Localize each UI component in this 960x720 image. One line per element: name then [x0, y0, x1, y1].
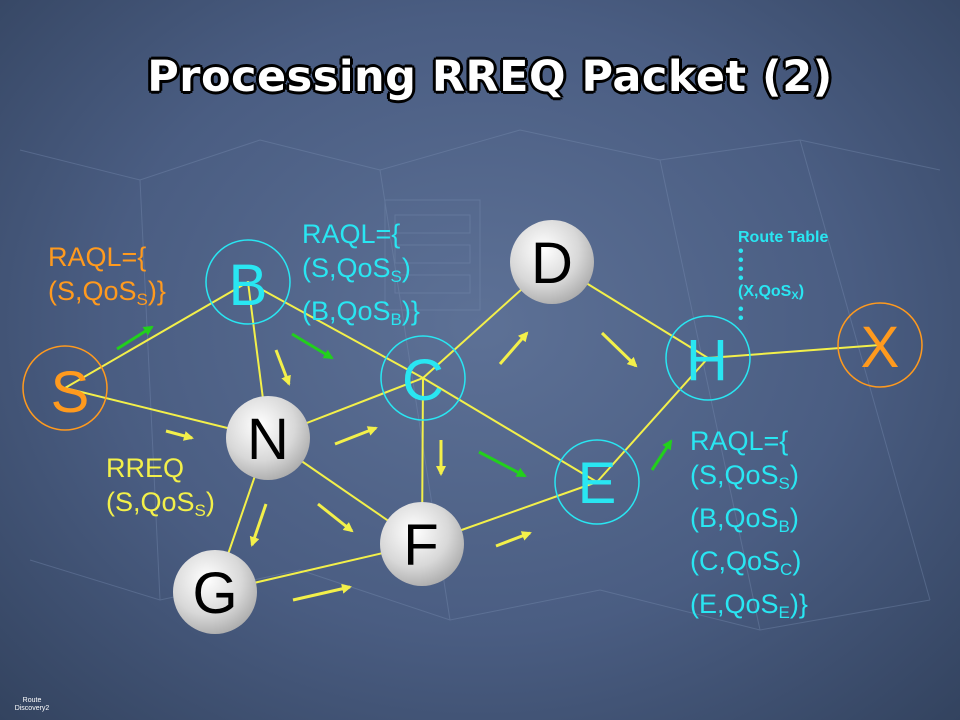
node-g: G: [173, 550, 257, 634]
raql-e-line1: RAQL={: [690, 426, 789, 456]
route-table-dots-top: ••••: [738, 243, 744, 287]
arrow-yellow: [317, 502, 354, 533]
node-n-label: N: [247, 407, 289, 472]
arrow-yellow: [274, 349, 291, 386]
nodes: S B C E H X N: [22, 220, 923, 634]
arrow-yellow: [249, 503, 268, 547]
node-g-label: G: [192, 561, 237, 626]
node-f: F: [380, 502, 464, 586]
arrow-yellow: [292, 583, 352, 602]
raql-e-line3: (B,QoSB): [690, 503, 799, 536]
node-x: X: [837, 302, 923, 388]
raql-b-line1: RAQL={: [302, 219, 401, 249]
arrow-yellow: [334, 426, 378, 446]
node-d: D: [510, 220, 594, 304]
arrow-yellow: [495, 531, 532, 548]
rreq-line1: RREQ: [106, 453, 185, 483]
route-table: Route Table •••• (X,QoSX) ••: [738, 229, 829, 327]
raql-s-line2: (S,QoSS)}: [48, 276, 166, 309]
green-arrows: [116, 325, 673, 478]
node-e: E: [554, 439, 640, 525]
slide-footer: Route Discovery2: [10, 697, 54, 713]
raql-e-line2: (S,QoSS): [690, 460, 799, 493]
raql-e-label: RAQL={ (S,QoSS) (B,QoSB) (C,QoSC) (E,QoS…: [690, 424, 808, 630]
background-network: [19, 129, 941, 631]
link-e-h: [596, 357, 709, 483]
route-table-title: Route Table: [738, 229, 829, 246]
link-s-b: [64, 281, 249, 389]
slide-title: Processing RREQ Packet (2): [147, 52, 833, 102]
node-c: C: [380, 335, 466, 421]
raql-s-label: RAQL={ (S,QoSS)}: [48, 240, 166, 317]
raql-s-line1: RAQL={: [48, 242, 147, 272]
node-b: B: [205, 239, 291, 325]
raql-b-line2: (S,QoSS): [302, 253, 411, 286]
link-b-c: [247, 281, 424, 379]
arrow-yellow: [498, 331, 529, 365]
node-f-label: F: [403, 513, 438, 578]
node-d-label: D: [531, 231, 573, 296]
route-table-entry: (X,QoSX): [738, 283, 805, 302]
node-b-label: B: [229, 253, 268, 318]
node-e-label: E: [578, 451, 617, 516]
arrow-green: [291, 332, 334, 360]
link-c-e: [422, 377, 598, 483]
raql-b-line3: (B,QoSB)}: [302, 296, 420, 329]
node-s: S: [22, 345, 108, 431]
arrow-yellow: [165, 429, 194, 441]
arrow-green: [116, 325, 154, 351]
raql-b-label: RAQL={ (S,QoSS) (B,QoSB)}: [302, 217, 420, 337]
route-table-dots-bottom: ••: [738, 301, 744, 327]
arrow-green: [478, 450, 527, 478]
rreq-label: RREQ (S,QoSS): [106, 451, 215, 528]
footer-line1: Route: [22, 697, 42, 704]
yellow-arrows: [165, 331, 638, 602]
node-c-label: C: [402, 348, 444, 413]
node-s-label: S: [51, 360, 90, 425]
raql-e-line5: (E,QoSE)}: [690, 589, 808, 622]
link-h-x: [707, 344, 881, 359]
arrow-green: [650, 439, 673, 471]
footer-line2: Discovery2: [14, 705, 50, 712]
arrow-yellow: [600, 331, 638, 368]
node-h-label: H: [686, 328, 728, 393]
node-x-label: X: [861, 315, 900, 380]
raql-e-line4: (C,QoSC): [690, 546, 802, 579]
rreq-line2: (S,QoSS): [106, 487, 215, 520]
node-n: N: [226, 396, 310, 480]
node-h: H: [665, 315, 751, 401]
